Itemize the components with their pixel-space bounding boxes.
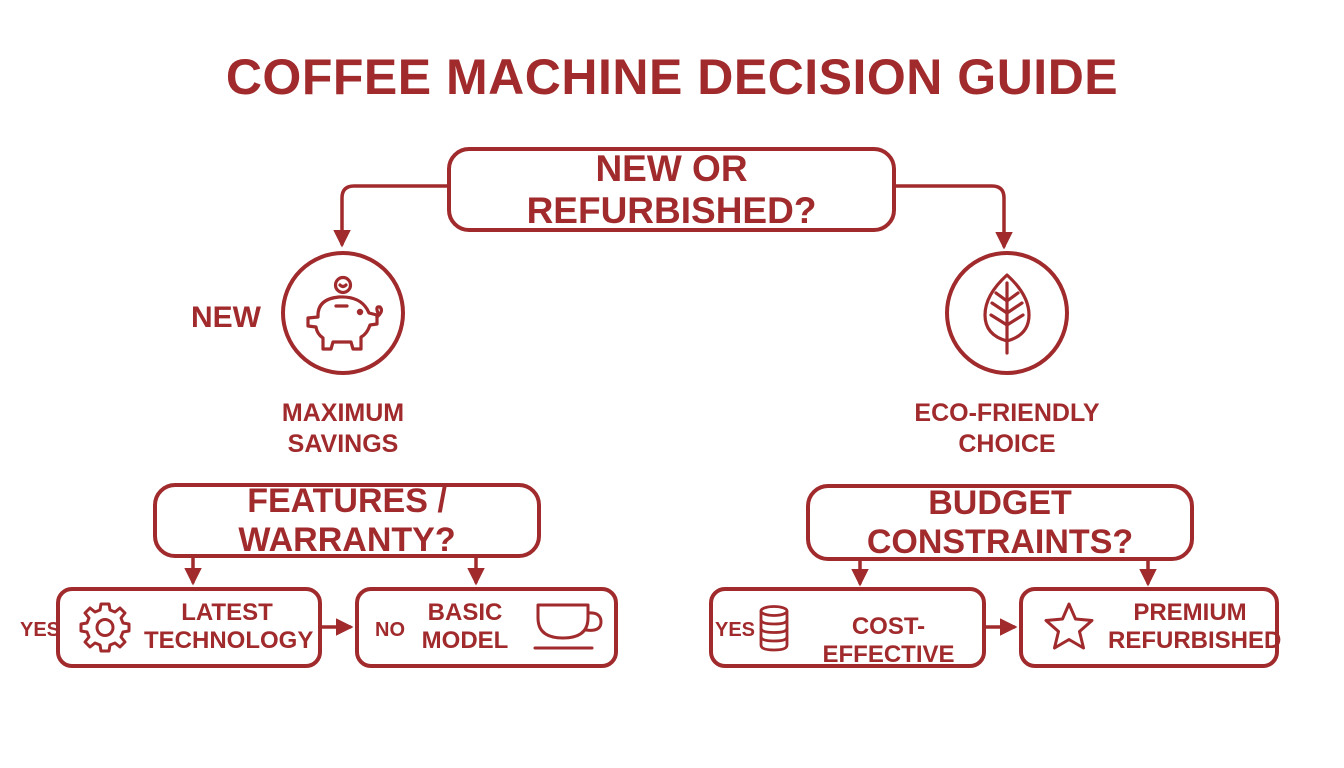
premium-refurbished-line2: REFURBISHED xyxy=(1108,627,1282,654)
latest-technology-text: LATEST TECHNOLOGY xyxy=(144,599,314,655)
basic-model-line1: BASIC xyxy=(427,599,503,626)
coffee-cup-icon xyxy=(533,603,603,650)
root-question-box: NEW OR REFURBISHED? xyxy=(447,147,896,232)
refurbished-caption-line1: ECO-FRIENDLY xyxy=(914,399,1100,427)
new-no-label: NO xyxy=(375,619,405,641)
basic-model-line2: MODEL xyxy=(421,627,509,654)
new-caption-line2: SAVINGS xyxy=(287,430,399,458)
new-caption-line1: MAXIMUM xyxy=(281,399,405,427)
cost-effective-box xyxy=(709,587,986,668)
connector-root-to-refurbished xyxy=(894,184,1013,250)
page-title: COFFEE MACHINE DECISION GUIDE xyxy=(225,49,1119,105)
features-question-box: FEATURES / WARRANTY? xyxy=(153,481,541,559)
coin-stack-icon xyxy=(759,605,789,652)
refurbished-caption-line2: CHOICE xyxy=(958,430,1056,458)
latest-technology-box xyxy=(56,587,322,668)
star-icon xyxy=(1044,602,1094,650)
root-question: NEW OR REFURBISHED? xyxy=(526,147,817,231)
connector-root-to-new xyxy=(333,184,449,248)
cost-effective-text: COST-EFFECTIVE xyxy=(822,613,955,668)
latest-technology-line1: LATEST xyxy=(181,599,273,626)
leaf-icon xyxy=(983,273,1031,355)
new-yes-label: YES xyxy=(20,619,61,641)
premium-refurbished-text: PREMIUM REFURBISHED xyxy=(1108,599,1282,655)
refurbished-caption: ECO-FRIENDLY CHOICE xyxy=(887,398,1127,460)
new-caption: MAXIMUM SAVINGS xyxy=(223,398,463,460)
budget-question-box: BUDGET CONSTRAINTS? xyxy=(806,484,1194,561)
features-question: FEATURES / WARRANTY? xyxy=(238,481,456,559)
new-label: NEW xyxy=(191,301,261,334)
piggy-bank-icon xyxy=(306,275,384,351)
basic-model-box xyxy=(355,587,618,668)
premium-refurbished-line1: PREMIUM xyxy=(1133,599,1247,626)
budget-question: BUDGET CONSTRAINTS? xyxy=(866,483,1134,561)
refurbished-yes-label: YES xyxy=(714,619,756,641)
new-icon-circle xyxy=(281,251,405,375)
basic-model-text: BASIC MODEL xyxy=(410,599,520,655)
premium-refurbished-box xyxy=(1019,587,1279,668)
latest-technology-line2: TECHNOLOGY xyxy=(144,627,314,654)
gear-icon xyxy=(79,602,131,653)
